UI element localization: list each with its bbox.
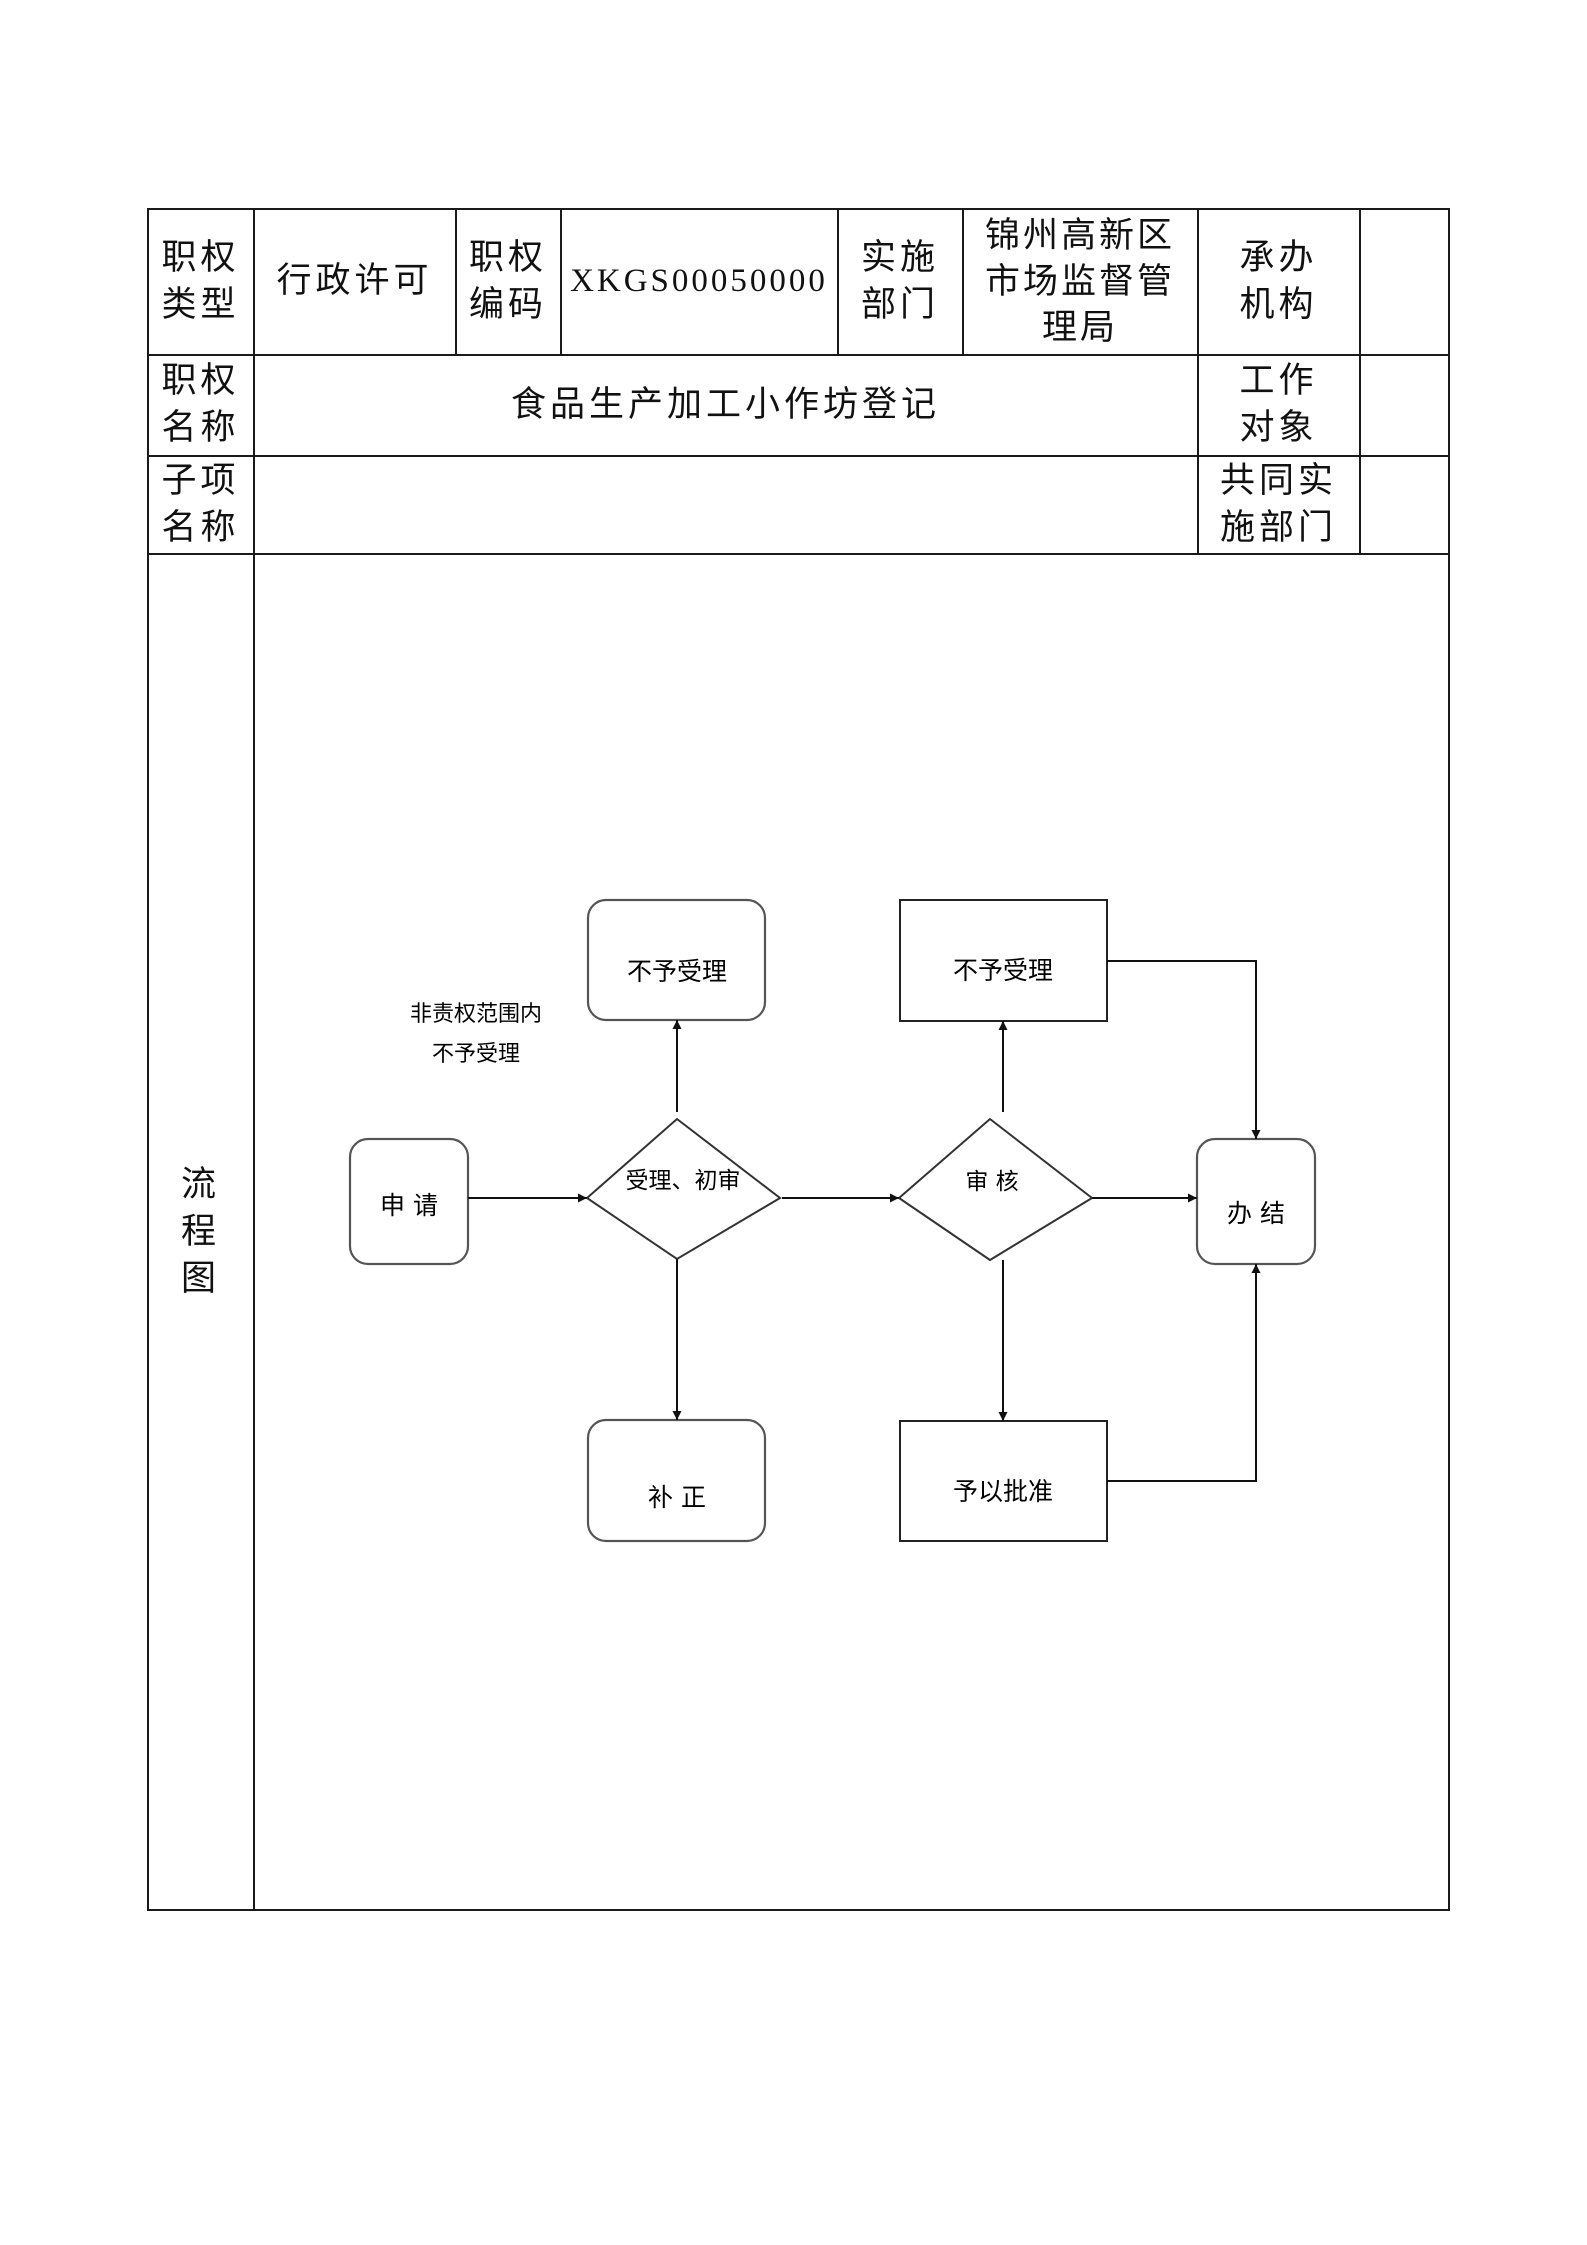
node-supplement-label: 补 正: [648, 1483, 706, 1512]
table-col-divider-6: [1197, 208, 1199, 554]
table-col-divider-3: [560, 208, 562, 355]
table-row-divider-3: [147, 553, 1450, 555]
handling-org-label: 承办 机构: [1239, 237, 1318, 325]
cell-work-target-label: 工作 对象: [1198, 355, 1359, 455]
table-col-divider-label: [253, 208, 255, 1911]
table-border-top: [147, 208, 1450, 210]
cell-co-dept-label: 共同实 施部门: [1198, 456, 1359, 553]
cell-authority-type-value: 行政许可: [254, 209, 455, 354]
cell-sub-item-label: 子项 名称: [148, 456, 253, 553]
implementing-dept-value: 锦州高新区 市场监督管 理局: [984, 215, 1175, 348]
table-row-divider-2: [147, 455, 1450, 457]
table-border-right: [1448, 208, 1450, 1911]
node-accept-review-label: 受理、初审: [626, 1168, 741, 1194]
cell-authority-code-value: XKGS00050000: [561, 209, 837, 354]
table-col-divider-2: [455, 208, 457, 355]
authority-name-label: 职权 名称: [161, 361, 240, 448]
cell-implementing-dept-label: 实施 部门: [838, 209, 962, 354]
node-reject-top-right: [899, 899, 1108, 1022]
cell-authority-name-value: 食品生产加工小作坊登记: [254, 355, 1197, 455]
node-supplement: [586, 1418, 767, 1543]
node-audit: [897, 1117, 1094, 1262]
node-apply: [348, 1137, 470, 1266]
sub-item-label: 子项 名称: [161, 460, 240, 548]
node-approve-label: 予以批准: [953, 1477, 1053, 1506]
node-apply-label: 申 请: [380, 1191, 438, 1220]
table-col-divider-7: [1359, 208, 1361, 554]
node-finish-label: 办 结: [1227, 1199, 1285, 1228]
cell-authority-name-label: 职权 名称: [148, 355, 253, 455]
flowchart-label: 流 程 图: [180, 1164, 220, 1299]
authority-code-value: XKGS00050000: [570, 263, 828, 299]
node-reject-top-right-label: 不予受理: [953, 956, 1053, 985]
cell-authority-type-label: 职权 类型: [148, 209, 253, 354]
implementing-dept-label: 实施 部门: [860, 237, 939, 325]
edge-reject-to-finish: [1107, 960, 1261, 1139]
authority-type-value: 行政许可: [276, 261, 433, 301]
work-target-label: 工作 对象: [1239, 361, 1318, 448]
cell-handling-org-label: 承办 机构: [1198, 209, 1359, 354]
authority-code-label: 职权 编码: [468, 237, 547, 325]
table-col-divider-4: [837, 208, 839, 355]
table-border-bottom: [147, 1909, 1450, 1911]
authority-name-value: 食品生产加工小作坊登记: [510, 384, 940, 425]
cell-implementing-dept-value: 锦州高新区 市场监督管 理局: [963, 209, 1197, 354]
table-border-left: [147, 208, 149, 1911]
node-audit-label: 审 核: [965, 1169, 1018, 1195]
cell-flowchart-label: 流 程 图: [148, 554, 253, 1910]
annotation-line-1: 非责权范围内: [410, 1002, 542, 1027]
authority-type-label: 职权 类型: [161, 237, 240, 325]
annotation-line-2: 不予受理: [432, 1042, 520, 1067]
edge-approve-to-finish: [1107, 1264, 1261, 1482]
node-reject-top-left-label: 不予受理: [627, 957, 727, 986]
node-approve: [899, 1420, 1108, 1542]
table-col-divider-5: [962, 208, 964, 355]
table-row-divider-1: [147, 354, 1450, 356]
co-dept-label: 共同实 施部门: [1219, 460, 1337, 548]
cell-authority-code-label: 职权 编码: [456, 209, 560, 354]
